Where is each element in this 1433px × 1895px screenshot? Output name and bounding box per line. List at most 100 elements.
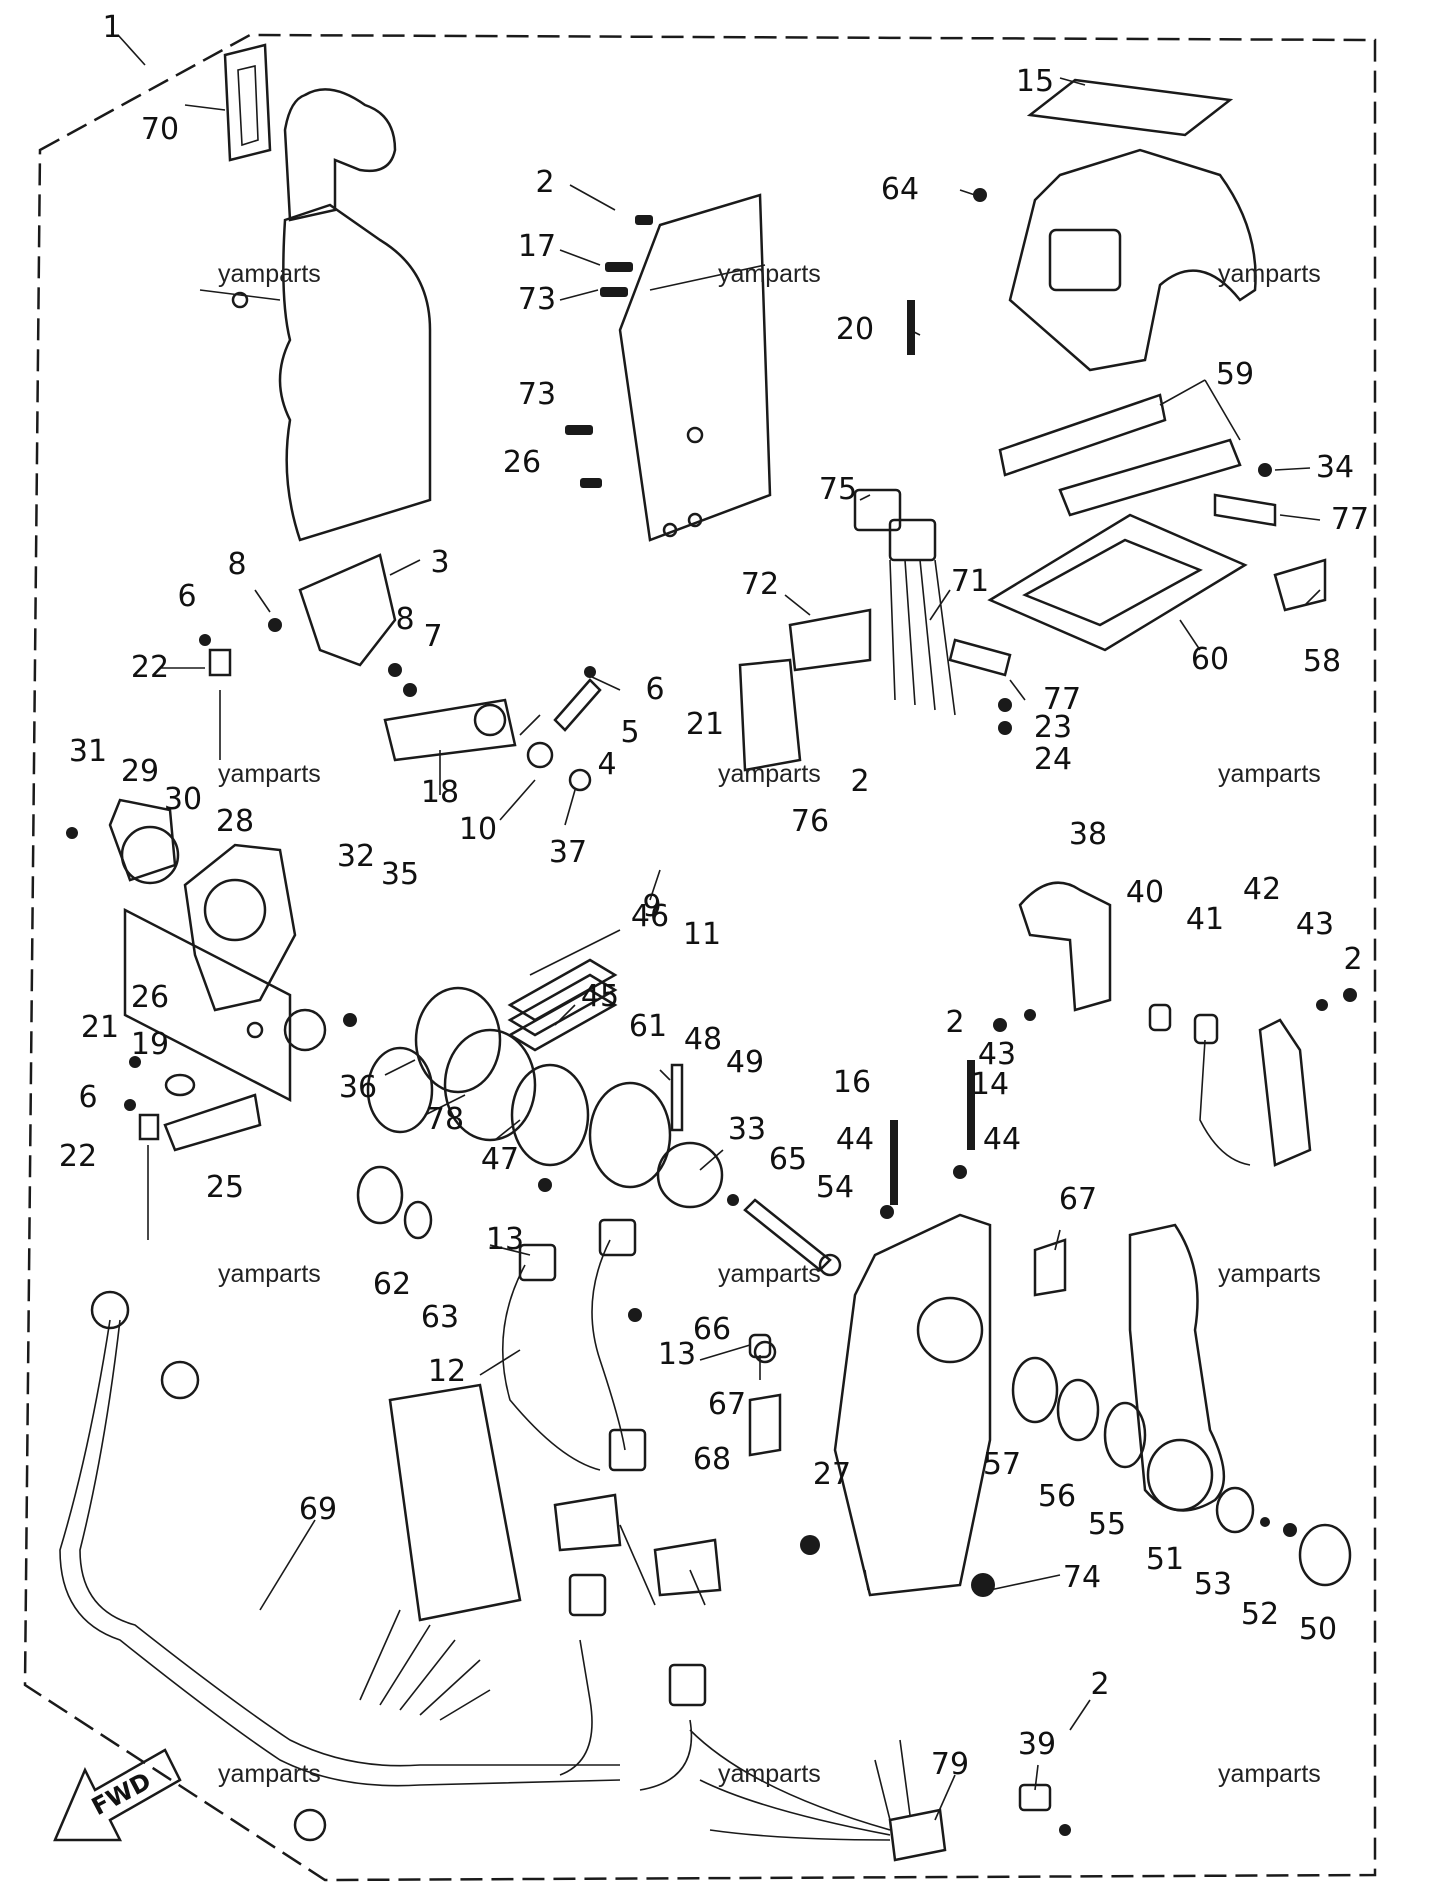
main-body <box>748 1060 1067 1597</box>
callout-30: 30 <box>163 782 203 817</box>
callout-12: 12 <box>427 1354 467 1389</box>
switch-assembly <box>738 488 956 772</box>
callout-6: 6 <box>78 1080 98 1115</box>
callout-79: 79 <box>930 1747 970 1782</box>
gear-and-pins <box>656 1063 842 1277</box>
callout-77: 77 <box>1042 682 1082 717</box>
callout-27: 27 <box>812 1457 852 1492</box>
callout-61: 61 <box>628 1009 668 1044</box>
callout-44: 44 <box>982 1122 1022 1157</box>
control-arm <box>1011 1223 1352 1836</box>
callout-75: 75 <box>818 472 858 507</box>
callout-8: 8 <box>395 602 415 637</box>
callout-49: 49 <box>725 1045 765 1080</box>
lever-handle <box>199 43 432 542</box>
callout-67: 67 <box>1058 1182 1098 1217</box>
watermark: yamparts <box>718 1760 821 1788</box>
watermark: yamparts <box>1218 1760 1321 1788</box>
top-cover <box>907 78 1327 735</box>
callout-26: 26 <box>502 445 542 480</box>
callout-38: 38 <box>1068 817 1108 852</box>
callout-5: 5 <box>620 715 640 750</box>
callout-44: 44 <box>835 1122 875 1157</box>
callout-8: 8 <box>227 547 247 582</box>
callout-7: 7 <box>423 619 443 654</box>
friction-plates <box>343 958 672 1189</box>
callout-17: 17 <box>517 229 557 264</box>
callout-39: 39 <box>1017 1727 1057 1762</box>
callout-68: 68 <box>692 1442 732 1477</box>
callout-62: 62 <box>372 1267 412 1302</box>
callout-43: 43 <box>977 1037 1017 1072</box>
callout-65: 65 <box>768 1142 808 1177</box>
callout-19: 19 <box>130 1027 170 1062</box>
connectors <box>356 1165 772 1622</box>
callout-2: 2 <box>1090 1667 1110 1702</box>
callout-56: 56 <box>1037 1479 1077 1514</box>
callout-6: 6 <box>645 672 665 707</box>
callout-13: 13 <box>485 1222 525 1257</box>
callout-76: 76 <box>790 804 830 839</box>
watermark: yamparts <box>718 760 821 788</box>
wire-harness <box>59 1290 707 1842</box>
throttle-lever <box>993 881 1357 1167</box>
callout-69: 69 <box>298 1492 338 1527</box>
callout-73: 73 <box>517 377 557 412</box>
side-plate <box>565 193 772 542</box>
callout-74: 74 <box>1062 1560 1102 1595</box>
callout-73: 73 <box>517 282 557 317</box>
callout-57: 57 <box>982 1447 1022 1482</box>
watermark: yamparts <box>1218 760 1321 788</box>
callout-1: 1 <box>102 10 122 45</box>
fwd-arrow <box>53 1748 182 1842</box>
callout-60: 60 <box>1190 642 1230 677</box>
callout-2: 2 <box>535 165 555 200</box>
watermark: yamparts <box>718 1260 821 1288</box>
callout-66: 66 <box>692 1312 732 1347</box>
callout-11: 11 <box>682 917 722 952</box>
callout-28: 28 <box>215 804 255 839</box>
callout-20: 20 <box>835 312 875 347</box>
callout-37: 37 <box>548 835 588 870</box>
lever-arm <box>199 553 602 792</box>
watermark: yamparts <box>718 260 821 288</box>
callout-21: 21 <box>80 1010 120 1045</box>
callout-45: 45 <box>580 979 620 1014</box>
shift-housing <box>66 798 327 1103</box>
callout-59: 59 <box>1215 357 1255 392</box>
watermark: yamparts <box>1218 260 1321 288</box>
switch-wiring <box>689 1729 947 1862</box>
assembly-outline <box>23 33 1377 1882</box>
callout-18: 18 <box>420 775 460 810</box>
callout-42: 42 <box>1242 872 1282 907</box>
callout-51: 51 <box>1145 1542 1185 1577</box>
watermark: yamparts <box>1218 1260 1321 1288</box>
callout-13: 13 <box>657 1337 697 1372</box>
callout-64: 64 <box>880 172 920 207</box>
callout-2: 2 <box>850 764 870 799</box>
callout-43: 43 <box>1295 907 1335 942</box>
callout-33: 33 <box>727 1112 767 1147</box>
callout-15: 15 <box>1015 64 1055 99</box>
callout-24: 24 <box>1033 742 1073 777</box>
watermark: yamparts <box>218 1760 321 1788</box>
callout-34: 34 <box>1315 450 1355 485</box>
callout-71: 71 <box>950 564 990 599</box>
bracket-plate <box>124 1056 262 1240</box>
callout-35: 35 <box>380 857 420 892</box>
callout-48: 48 <box>683 1022 723 1057</box>
callout-50: 50 <box>1298 1612 1338 1647</box>
callout-16: 16 <box>832 1065 872 1100</box>
callout-14: 14 <box>970 1067 1010 1102</box>
callout-22: 22 <box>130 650 170 685</box>
callout-70: 70 <box>140 112 180 147</box>
callout-3: 3 <box>430 545 450 580</box>
callout-29: 29 <box>120 754 160 789</box>
callout-58: 58 <box>1302 644 1342 679</box>
callout-67: 67 <box>707 1387 747 1422</box>
callout-46: 46 <box>630 899 670 934</box>
callout-2: 2 <box>1343 942 1363 977</box>
callout-22: 22 <box>58 1139 98 1174</box>
